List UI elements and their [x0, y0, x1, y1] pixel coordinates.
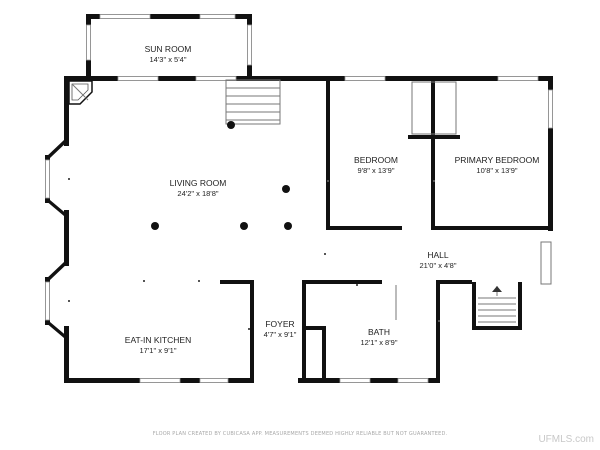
room-name: LIVING ROOM	[170, 178, 227, 188]
room-name: BEDROOM	[354, 155, 398, 165]
room-name: PRIMARY BEDROOM	[455, 155, 540, 165]
room-sun-room: SUN ROOM 14'3" x 5'4"	[145, 44, 192, 64]
room-dimensions: 24'2" x 18'8"	[177, 189, 218, 198]
columns	[151, 185, 292, 230]
outer-walls	[45, 76, 553, 383]
stairs-living	[225, 79, 281, 129]
room-name: BATH	[368, 327, 390, 337]
room-dimensions: 10'8" x 13'9"	[476, 166, 517, 175]
room-living-room: LIVING ROOM 24'2" x 18'8"	[170, 178, 227, 198]
room-dimensions: 17'1" x 9'1"	[140, 346, 177, 355]
room-hall: HALL 21'0" x 4'8"	[420, 250, 457, 270]
disclaimer-text: FLOOR PLAN CREATED BY CUBICASA APP. MEAS…	[152, 431, 448, 437]
room-foyer: FOYER 4'7" x 9'1"	[264, 319, 297, 339]
room-dimensions: 4'7" x 9'1"	[264, 330, 297, 339]
interior-walls	[220, 80, 552, 382]
room-eat-in-kitchen: EAT-IN KITCHEN 17'1" x 9'1"	[125, 335, 191, 355]
room-dimensions: 21'0" x 4'8"	[420, 261, 457, 270]
watermark-logo: UFMLS.com	[538, 434, 594, 445]
room-dimensions: 9'8" x 13'9"	[358, 166, 395, 175]
room-bath: BATH 12'1" x 8'9"	[361, 327, 398, 347]
room-name: FOYER	[265, 319, 294, 329]
room-name: SUN ROOM	[145, 44, 192, 54]
stairs-down	[478, 286, 516, 323]
room-name: HALL	[427, 250, 449, 260]
room-dimensions: 12'1" x 8'9"	[361, 338, 398, 347]
outlet-ticks	[68, 178, 440, 330]
room-dimensions: 14'3" x 5'4"	[150, 55, 187, 64]
fireplace	[68, 80, 93, 105]
sun-room-walls	[86, 14, 252, 80]
room-primary-bedroom: PRIMARY BEDROOM 10'8" x 13'9"	[455, 155, 540, 175]
room-name: EAT-IN KITCHEN	[125, 335, 191, 345]
room-bedroom: BEDROOM 9'8" x 13'9"	[354, 155, 398, 175]
